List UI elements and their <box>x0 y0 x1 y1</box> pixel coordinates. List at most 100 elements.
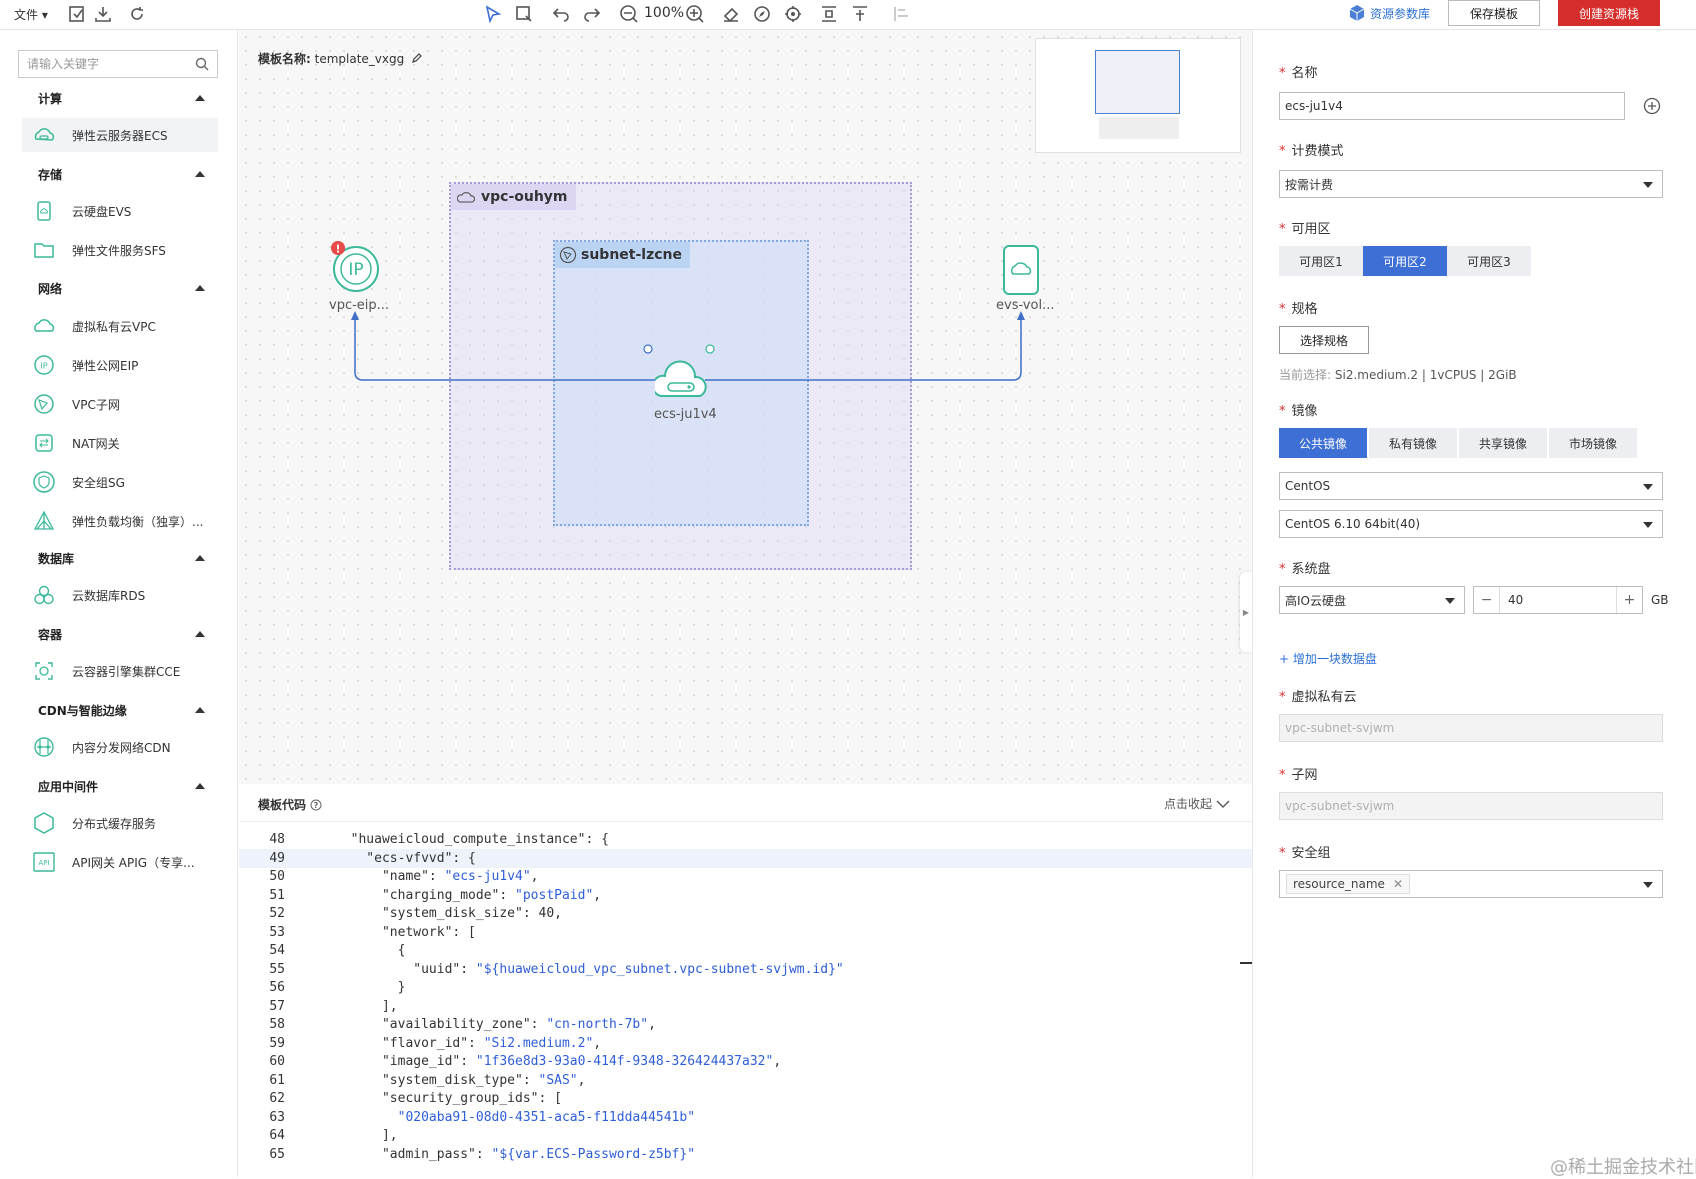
sidebar-item-rds[interactable]: 云数据库RDS <box>22 578 218 612</box>
zoom-out-icon[interactable] <box>618 3 640 25</box>
chevron-up-icon[interactable] <box>195 171 205 177</box>
name-input[interactable]: ecs-ju1v4 <box>1279 92 1625 120</box>
code-line[interactable]: 61 "system_disk_type": "SAS", <box>239 1071 1252 1090</box>
collapse-form-handle[interactable]: ▶ <box>1240 572 1252 652</box>
category-storage[interactable]: 存储 <box>38 168 63 182</box>
code-line[interactable]: 58 "availability_zone": "cn-north-7b", <box>239 1015 1252 1034</box>
chevron-up-icon[interactable] <box>195 95 205 101</box>
security-group-select[interactable]: resource_name✕ <box>1279 870 1663 898</box>
sidebar-item-sg[interactable]: 安全组SG <box>22 465 218 499</box>
billing-select[interactable]: 按需计费 <box>1279 170 1663 198</box>
select-spec-button[interactable]: 选择规格 <box>1279 326 1369 354</box>
category-container[interactable]: 容器 <box>38 628 63 642</box>
code-collapse-toggle[interactable]: 点击收起 <box>1164 795 1230 812</box>
new-file-icon[interactable] <box>66 3 88 25</box>
tab-public-image[interactable]: 公共镜像 <box>1279 428 1367 458</box>
category-cdn[interactable]: CDN与智能边缘 <box>38 704 127 718</box>
search-icon[interactable] <box>195 57 209 71</box>
sidebar-item-cdn[interactable]: 内容分发网络CDN <box>22 730 218 764</box>
code-line[interactable]: 57 ], <box>239 997 1252 1016</box>
code-line[interactable]: 62 "security_group_ids": [ <box>239 1089 1252 1108</box>
chevron-up-icon[interactable] <box>195 783 205 789</box>
chevron-up-icon[interactable] <box>195 285 205 291</box>
sidebar-item-vpc[interactable]: 虚拟私有云VPC <box>22 309 218 343</box>
minimap[interactable] <box>1035 38 1241 153</box>
box-select-icon[interactable] <box>513 3 535 25</box>
editor-scroll-marker[interactable] <box>1240 962 1252 964</box>
code-line[interactable]: 54 { <box>239 941 1252 960</box>
plus-icon[interactable]: + <box>1616 587 1642 613</box>
code-line[interactable]: 60 "image_id": "1f36e8d3-93a0-414f-9348-… <box>239 1052 1252 1071</box>
sidebar-item-elb[interactable]: 弹性负载均衡（独享）... <box>22 504 218 538</box>
az-option-3[interactable]: 可用区3 <box>1447 246 1531 276</box>
code-line[interactable]: 51 "charging_mode": "postPaid", <box>239 886 1252 905</box>
system-disk-type-select[interactable]: 高IO云硬盘 <box>1279 586 1465 614</box>
edit-pencil-icon[interactable] <box>411 52 423 64</box>
code-line[interactable]: 63 "020aba91-08d0-4351-aca5-f11dda44541b… <box>239 1108 1252 1127</box>
create-stack-button[interactable]: 创建资源栈 <box>1558 0 1660 26</box>
align-top-icon[interactable] <box>849 3 871 25</box>
code-line[interactable]: 65 "admin_pass": "${var.ECS-Password-z5b… <box>239 1145 1252 1164</box>
add-data-disk-link[interactable]: + 增加一块数据盘 <box>1279 652 1377 666</box>
ecs-node-icon[interactable] <box>655 358 707 400</box>
chevron-up-icon[interactable] <box>195 555 205 561</box>
line-number: 61 <box>269 1072 285 1088</box>
design-canvas[interactable]: 模板名称: template_vxgg vpc-ouhym subnet-lzc… <box>239 30 1252 784</box>
save-template-button[interactable]: 保存模板 <box>1448 0 1540 26</box>
sidebar-item-sfs[interactable]: 弹性文件服务SFS <box>22 233 218 267</box>
sidebar-item-eip[interactable]: IP 弹性公网EIP <box>22 348 218 382</box>
add-circle-icon[interactable] <box>1643 97 1661 115</box>
code-line[interactable]: 59 "flavor_id": "Si2.medium.2", <box>239 1034 1252 1053</box>
code-line[interactable]: 64 ], <box>239 1126 1252 1145</box>
sidebar-item-subnet[interactable]: VPC子网 <box>22 387 218 421</box>
minus-icon[interactable]: − <box>1474 587 1500 613</box>
eraser-icon[interactable] <box>720 3 742 25</box>
tab-market-image[interactable]: 市场镜像 <box>1549 428 1637 458</box>
undo-icon[interactable] <box>550 3 572 25</box>
redo-icon[interactable] <box>581 3 603 25</box>
zoom-in-icon[interactable] <box>684 3 706 25</box>
align-vertical-icon[interactable] <box>818 3 840 25</box>
sidebar-item-dcs[interactable]: 分布式缓存服务 <box>22 806 218 840</box>
warning-badge-icon[interactable]: ! <box>330 240 346 256</box>
resource-library-link[interactable]: 资源参数库 <box>1348 4 1430 22</box>
category-database[interactable]: 数据库 <box>38 552 75 566</box>
compass-icon[interactable] <box>751 3 773 25</box>
tab-private-image[interactable]: 私有镜像 <box>1369 428 1457 458</box>
eip-node-icon[interactable]: IP <box>331 244 381 294</box>
sidebar-item-ecs[interactable]: 弹性云服务器ECS <box>22 118 218 152</box>
refresh-icon[interactable] <box>126 3 148 25</box>
file-menu[interactable]: 文件 ▾ <box>14 8 48 22</box>
os-version-select[interactable]: CentOS 6.10 64bit(40) <box>1279 510 1663 538</box>
category-network[interactable]: 网络 <box>38 282 63 296</box>
system-disk-size-stepper[interactable]: − 40 + <box>1473 586 1643 614</box>
help-icon[interactable]: ? <box>310 799 322 811</box>
code-line[interactable]: 56 } <box>239 978 1252 997</box>
minimap-viewport[interactable] <box>1095 50 1180 114</box>
evs-node-icon[interactable] <box>1002 244 1040 296</box>
chevron-up-icon[interactable] <box>195 707 205 713</box>
code-editor[interactable]: 48 "huaweicloud_compute_instance": {49 "… <box>239 830 1252 1177</box>
code-line[interactable]: 52 "system_disk_size": 40, <box>239 904 1252 923</box>
category-middleware[interactable]: 应用中间件 <box>38 780 99 794</box>
os-select[interactable]: CentOS <box>1279 472 1663 500</box>
code-line[interactable]: 48 "huaweicloud_compute_instance": { <box>239 830 1252 849</box>
category-compute[interactable]: 计算 <box>38 92 63 106</box>
sidebar-item-nat[interactable]: NAT网关 <box>22 426 218 460</box>
az-option-1[interactable]: 可用区1 <box>1279 246 1363 276</box>
code-line[interactable]: 55 "uuid": "${huaweicloud_vpc_subnet.vpc… <box>239 960 1252 979</box>
code-line[interactable]: 49 "ecs-vfvvd": { <box>239 848 1252 868</box>
download-icon[interactable] <box>92 3 114 25</box>
tab-shared-image[interactable]: 共享镜像 <box>1459 428 1547 458</box>
sidebar-item-evs[interactable]: 云硬盘EVS <box>22 194 218 228</box>
search-input[interactable] <box>19 51 189 77</box>
sidebar-item-cce[interactable]: 云容器引擎集群CCE <box>22 654 218 688</box>
code-line[interactable]: 50 "name": "ecs-ju1v4", <box>239 867 1252 886</box>
select-pointer-icon[interactable] <box>482 3 504 25</box>
close-icon[interactable]: ✕ <box>1392 877 1403 891</box>
locate-icon[interactable] <box>782 3 804 25</box>
az-option-2[interactable]: 可用区2 <box>1363 246 1447 276</box>
sidebar-item-apig[interactable]: API API网关 APIG（专享... <box>22 845 218 879</box>
code-line[interactable]: 53 "network": [ <box>239 923 1252 942</box>
chevron-up-icon[interactable] <box>195 631 205 637</box>
